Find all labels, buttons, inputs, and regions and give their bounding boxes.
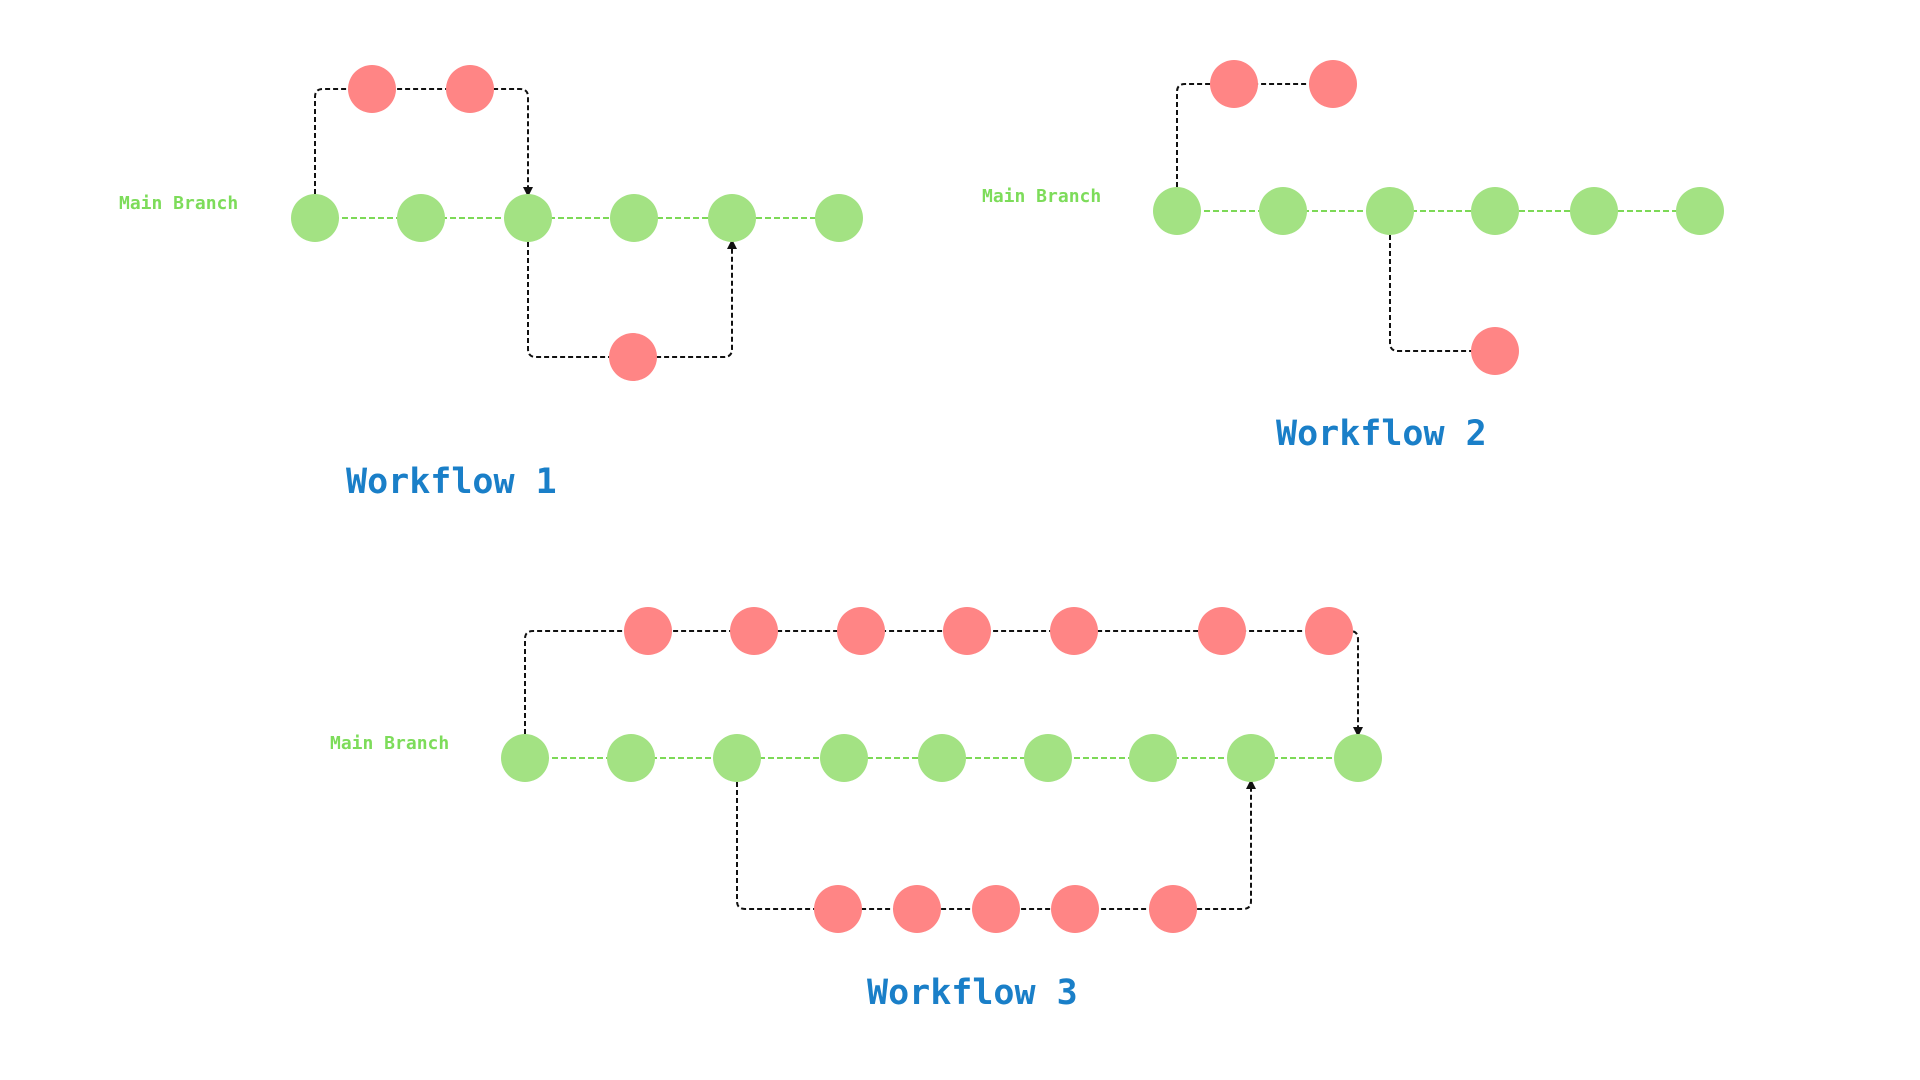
top-branch-commit-node[interactable]: [1305, 607, 1353, 655]
main-branch-commit-node[interactable]: [607, 734, 655, 782]
top-branch-connector: [314, 88, 533, 197]
main-branch-commit-node[interactable]: [397, 194, 445, 242]
top-branch-commit-node[interactable]: [1309, 60, 1357, 108]
workflow-1-title: Workflow 1: [346, 462, 557, 502]
main-branch-commit-node[interactable]: [713, 734, 761, 782]
bottom-branch-commit-node[interactable]: [609, 333, 657, 381]
bottom-branch-connector: [1389, 235, 1495, 352]
workflow-2-main-branch-label: Main Branch: [982, 186, 1102, 207]
top-branch-commit-node[interactable]: [1210, 60, 1258, 108]
commits: [501, 607, 1382, 933]
top-branch-commit-node[interactable]: [730, 607, 778, 655]
main-branch-commit-node[interactable]: [918, 734, 966, 782]
main-branch-commit-node[interactable]: [1129, 734, 1177, 782]
top-branch-connector: [524, 630, 1363, 737]
main-branch-commit-node[interactable]: [1024, 734, 1072, 782]
commits: [1153, 60, 1724, 375]
main-branch-commit-node[interactable]: [820, 734, 868, 782]
main-branch-commit-node[interactable]: [1366, 187, 1414, 235]
commits: [291, 65, 863, 381]
top-branch-commit-node[interactable]: [348, 65, 396, 113]
top-branch-commit-node[interactable]: [1050, 607, 1098, 655]
top-branch-commit-node[interactable]: [1198, 607, 1246, 655]
workflow-1-main-branch-label: Main Branch: [119, 193, 239, 214]
connectors: [314, 88, 839, 358]
main-branch-commit-node[interactable]: [504, 194, 552, 242]
main-branch-commit-node[interactable]: [1471, 187, 1519, 235]
workflow-3-title: Workflow 3: [867, 973, 1078, 1013]
main-branch-commit-node[interactable]: [610, 194, 658, 242]
top-branch-commit-node[interactable]: [943, 607, 991, 655]
top-branch-commit-node[interactable]: [446, 65, 494, 113]
workflow-2-graph: [1153, 60, 1724, 375]
bottom-branch-commit-node[interactable]: [814, 885, 862, 933]
workflow-3-graph: [501, 607, 1382, 933]
workflow-2-title: Workflow 2: [1276, 414, 1487, 454]
main-branch-commit-node[interactable]: [1227, 734, 1275, 782]
bottom-branch-commit-node[interactable]: [1051, 885, 1099, 933]
main-branch-commit-node[interactable]: [291, 194, 339, 242]
main-branch-commit-node[interactable]: [1676, 187, 1724, 235]
bottom-branch-commit-node[interactable]: [972, 885, 1020, 933]
bottom-branch-commit-node[interactable]: [1149, 885, 1197, 933]
main-branch-commit-node[interactable]: [815, 194, 863, 242]
main-branch-commit-node[interactable]: [501, 734, 549, 782]
workflow-3-main-branch-label: Main Branch: [330, 733, 450, 754]
top-branch-commit-node[interactable]: [624, 607, 672, 655]
main-branch-commit-node[interactable]: [1334, 734, 1382, 782]
main-branch-commit-node[interactable]: [1570, 187, 1618, 235]
main-branch-commit-node[interactable]: [708, 194, 756, 242]
main-branch-commit-node[interactable]: [1259, 187, 1307, 235]
main-branch-commit-node[interactable]: [1153, 187, 1201, 235]
top-branch-connector: [1176, 83, 1333, 187]
top-branch-commit-node[interactable]: [837, 607, 885, 655]
workflow-1-graph: [291, 65, 863, 381]
bottom-branch-commit-node[interactable]: [893, 885, 941, 933]
connectors: [1176, 83, 1700, 352]
bottom-branch-commit-node[interactable]: [1471, 327, 1519, 375]
